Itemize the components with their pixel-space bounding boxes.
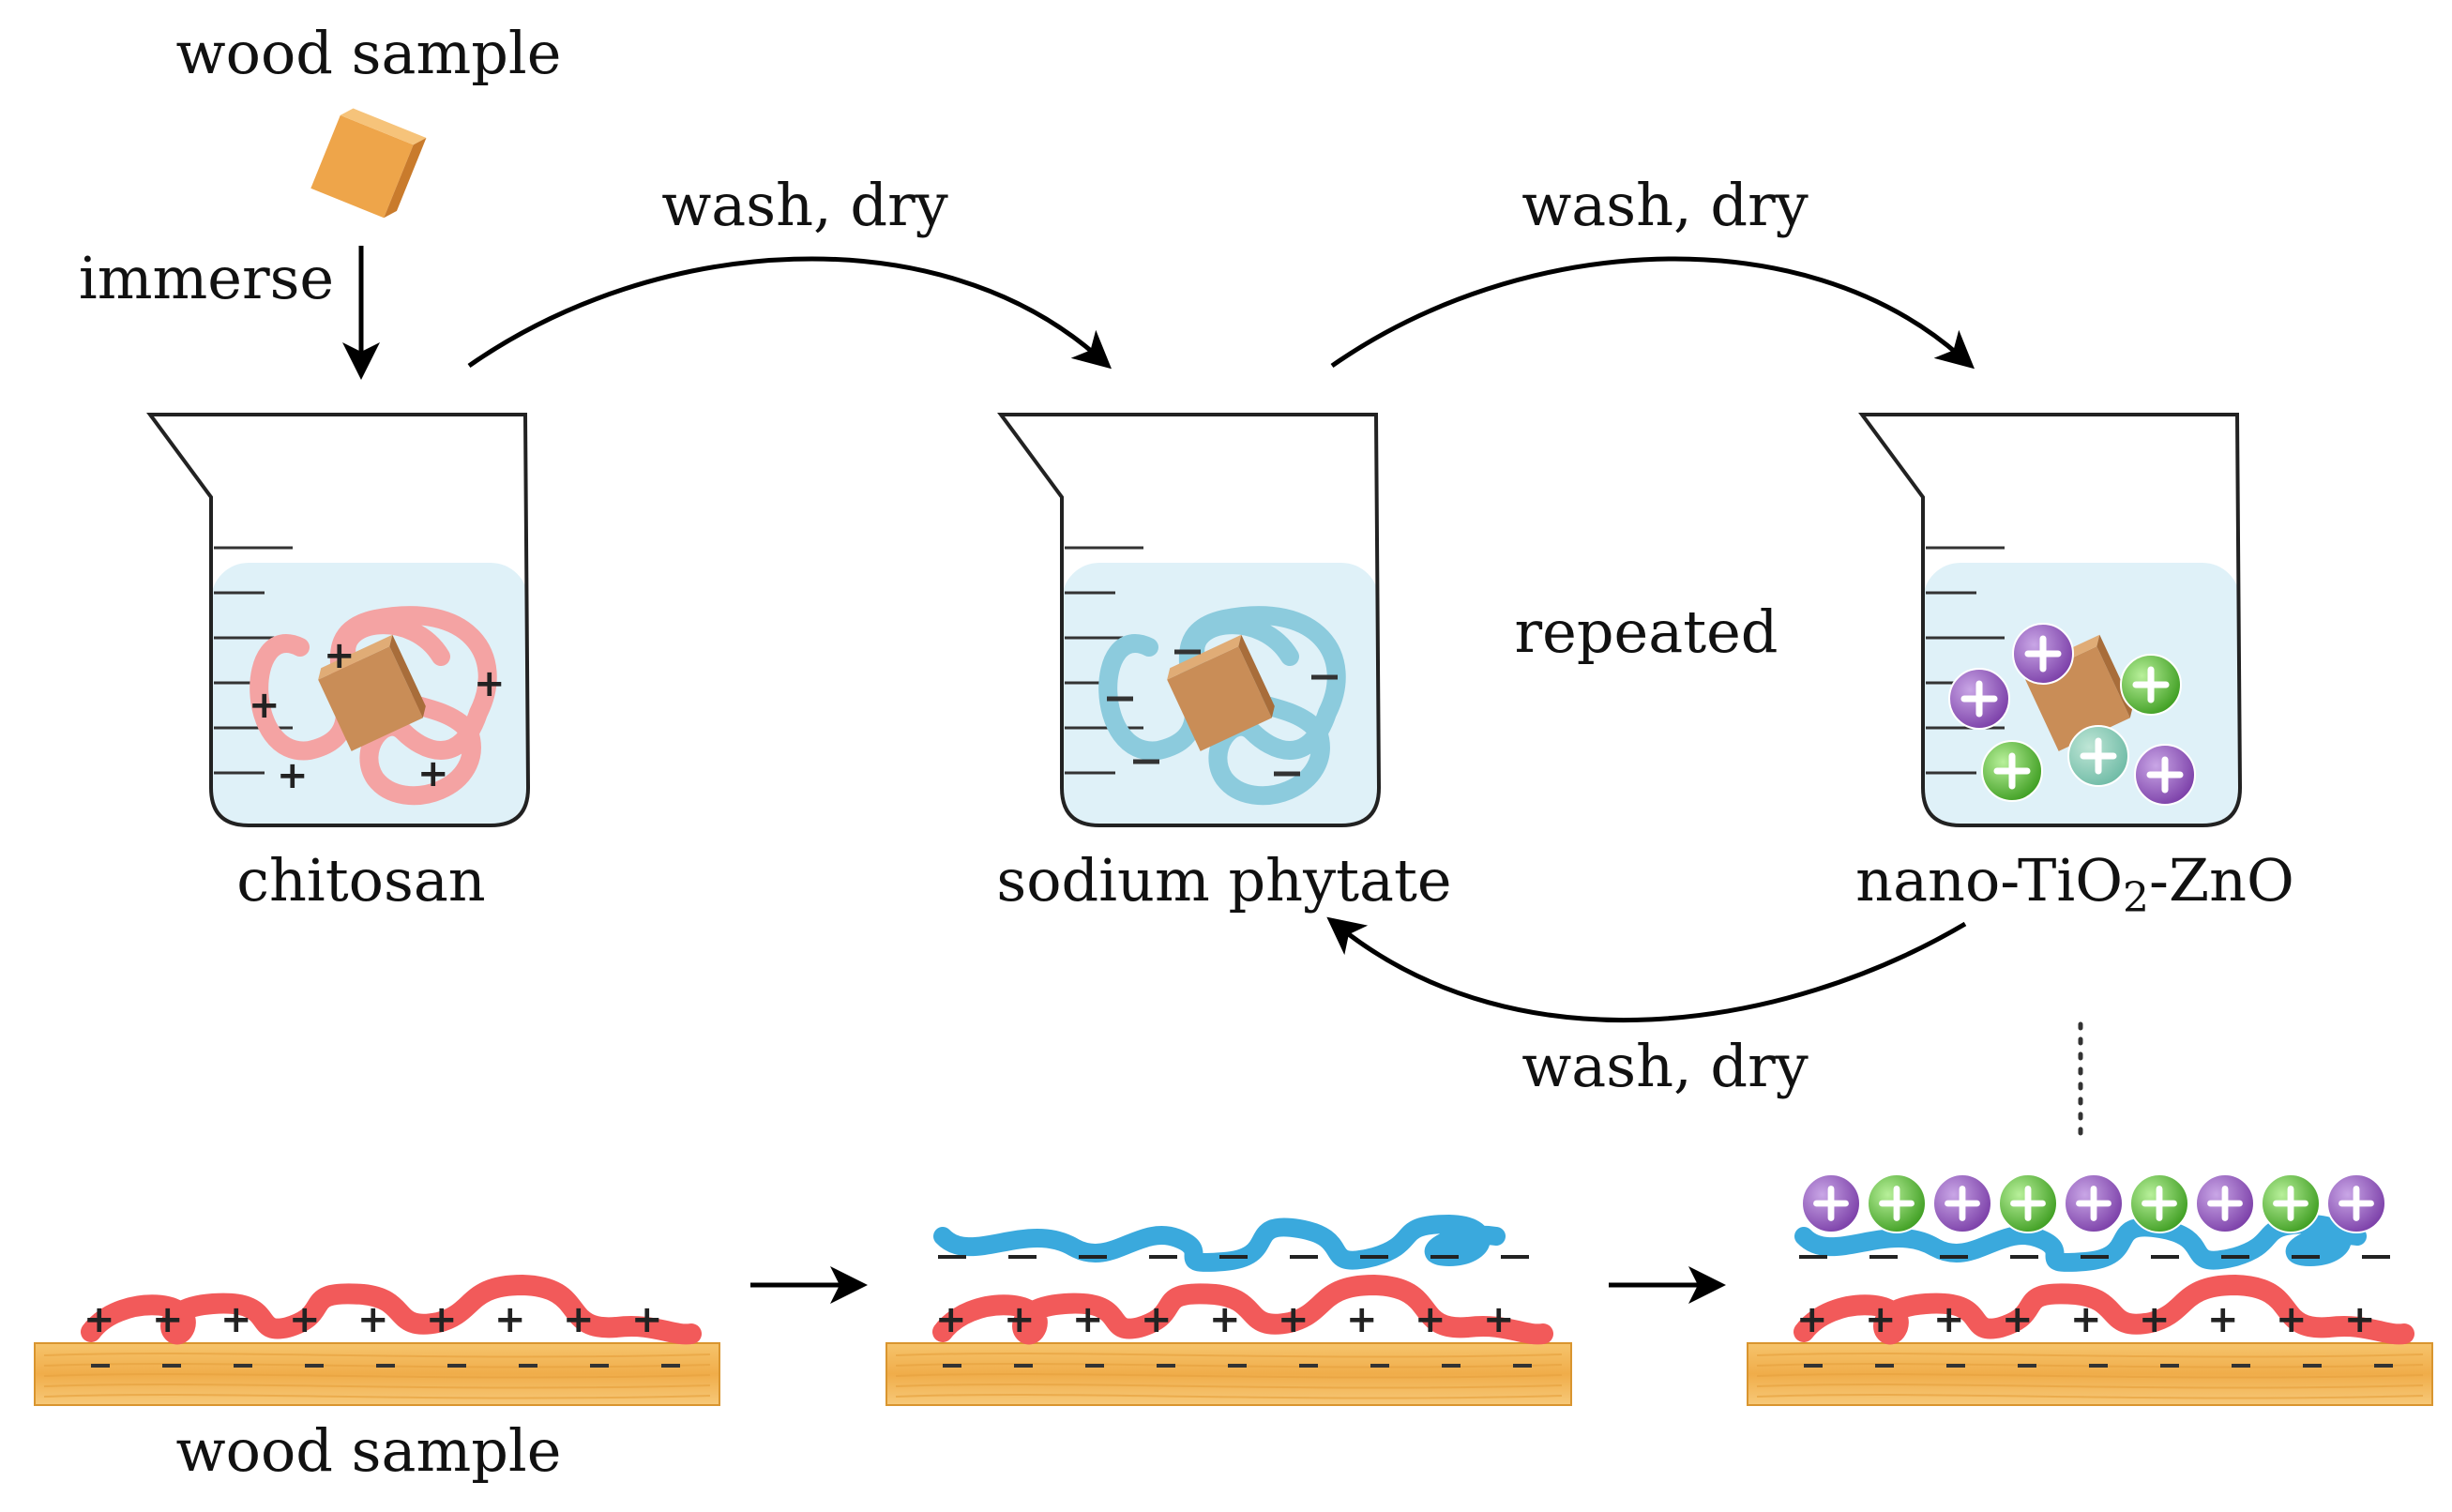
plus-sign: + xyxy=(357,1298,389,1341)
plus-sign: + xyxy=(1141,1298,1173,1341)
plus-sign: + xyxy=(474,662,506,705)
plus-sign: + xyxy=(2002,1298,2034,1341)
plus-sign: + xyxy=(1796,1298,1828,1341)
tio2-particle xyxy=(2195,1173,2255,1233)
chitosan-layer xyxy=(81,1274,702,1345)
plus-sign: + xyxy=(249,684,280,727)
zno-particle xyxy=(2129,1173,2189,1233)
zno-particle xyxy=(1981,740,2043,802)
plus-sign: + xyxy=(277,754,309,797)
zno-particle xyxy=(1867,1173,1927,1233)
plus-sign: + xyxy=(417,752,449,795)
wash-dry-arrow-2 xyxy=(1330,256,1975,370)
plus-sign: + xyxy=(1209,1298,1241,1341)
wood-cube-in-chitosan xyxy=(318,634,426,751)
tio2-particle xyxy=(2326,1173,2386,1233)
tio2-particle xyxy=(1801,1173,1861,1233)
wood-plank-2: + + + + + + + + + xyxy=(885,1214,1572,1406)
tio2-particle xyxy=(2134,744,2196,806)
wash-dry-label-3: wash, dry xyxy=(1521,1032,1809,1100)
beaker-chitosan: + + + + + xyxy=(146,413,531,827)
plus-sign: + xyxy=(2276,1298,2308,1341)
repeated-label: repeated xyxy=(1515,597,1778,666)
zno-particle xyxy=(2261,1173,2321,1233)
wood-sample-label-top: wood sample xyxy=(176,19,562,87)
phytate-layer xyxy=(933,1214,1506,1272)
plus-sign: + xyxy=(494,1298,526,1341)
zno-particle xyxy=(1998,1173,2058,1233)
plus-sign: + xyxy=(1346,1298,1378,1341)
plus-sign: + xyxy=(1278,1298,1309,1341)
wash-dry-arrow-3 xyxy=(1326,916,1967,1023)
zno-particle xyxy=(2067,725,2129,787)
tio2-particle xyxy=(2064,1173,2124,1233)
sodium-phytate-label: sodium phytate xyxy=(996,846,1451,915)
plus-sign: + xyxy=(563,1298,595,1341)
plus-sign: + xyxy=(83,1298,115,1341)
wash-dry-label-1: wash, dry xyxy=(661,171,948,239)
chitosan-layer xyxy=(932,1274,1553,1345)
tio2-particle xyxy=(2012,623,2074,685)
plus-sign: + xyxy=(324,634,356,677)
plus-sign: + xyxy=(220,1298,252,1341)
plus-sign: + xyxy=(2139,1298,2171,1341)
plus-sign: + xyxy=(1933,1298,1965,1341)
plus-sign: + xyxy=(631,1298,663,1341)
zno-particle xyxy=(2120,654,2182,716)
plus-sign: + xyxy=(935,1298,967,1341)
beaker-sodium-phytate xyxy=(997,413,1382,827)
plus-sign: + xyxy=(1072,1298,1104,1341)
nano-tio2-zno-label: nano-TiO2-ZnO xyxy=(1855,846,2294,922)
plus-sign: + xyxy=(2207,1298,2239,1341)
plus-sign: + xyxy=(289,1298,321,1341)
wood-sample-label-bottom: wood sample xyxy=(176,1416,562,1485)
chitosan-layer xyxy=(1794,1274,2414,1345)
tio2-particle xyxy=(1948,668,2010,730)
plus-sign: + xyxy=(152,1298,184,1341)
plus-sign: + xyxy=(426,1298,458,1341)
wash-dry-arrow-1 xyxy=(467,256,1112,370)
plus-sign: + xyxy=(2344,1298,2376,1341)
tio2-particle xyxy=(1932,1173,1992,1233)
plus-sign: + xyxy=(1865,1298,1897,1341)
immerse-label: immerse xyxy=(79,244,334,312)
wood-plank-1: + + + + + + + + + xyxy=(34,1274,720,1406)
wash-dry-label-2: wash, dry xyxy=(1521,171,1809,239)
plus-sign: + xyxy=(1415,1298,1446,1341)
chitosan-label: chitosan xyxy=(236,846,485,915)
plus-sign: + xyxy=(2070,1298,2102,1341)
wood-cube-in-phytate xyxy=(1167,634,1275,751)
beaker-nano-tio2-zno xyxy=(1858,413,2243,827)
plus-sign: + xyxy=(1004,1298,1036,1341)
plus-sign: + xyxy=(1483,1298,1515,1341)
wood-cube-falling xyxy=(310,108,427,219)
wood-plank-3: + + + + + + + + + xyxy=(1747,1173,2433,1406)
